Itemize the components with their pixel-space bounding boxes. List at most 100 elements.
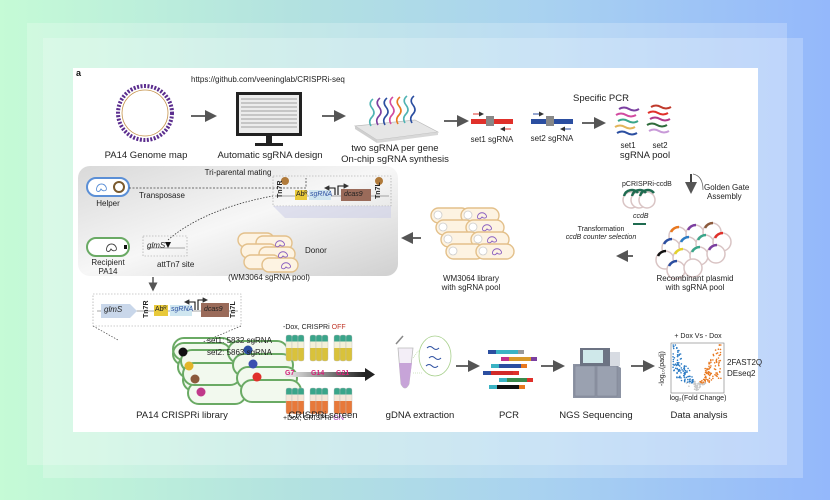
volcano-point (676, 372, 678, 375)
pcrispri-ccdb-label: pCRISPRi-ccdB (622, 181, 672, 188)
volcano-point (707, 372, 710, 374)
volcano-point (678, 376, 680, 379)
volcano-point (699, 382, 701, 385)
genome-map-icon (116, 84, 174, 142)
wm3064-line2: with sgRNA pool (441, 283, 501, 293)
volcano-point (673, 345, 675, 348)
sgrna-label: sgRNA (310, 191, 333, 198)
volcano-point (710, 361, 712, 364)
genome-map-label: PA14 Genome map (104, 150, 188, 161)
volcano-title: + Dox Vs - Dox (674, 333, 722, 340)
volcano-point (680, 363, 683, 365)
volcano-point (718, 354, 720, 357)
volcano-point (718, 344, 721, 346)
volcano-plot (670, 342, 725, 394)
transformation-label: Transformation ccdB counter selection (566, 226, 636, 242)
set2-count-label: set2: 5863 sgRNA (207, 348, 272, 357)
volcano-point (685, 376, 688, 379)
gdna-tube-icon (395, 335, 452, 389)
volcano-point (719, 348, 722, 351)
volcano-point (708, 367, 711, 369)
volcano-point (686, 370, 688, 372)
volcano-point (696, 387, 698, 389)
volcano-point (708, 381, 710, 384)
ccdb-label: ccdB (633, 213, 649, 220)
volcano-point (691, 382, 693, 384)
volcano-point (704, 367, 706, 370)
volcano-point (679, 353, 682, 355)
recipient-label: Recipient PA14 (91, 258, 124, 276)
volcano-point (680, 357, 682, 360)
volcano-point (676, 355, 679, 358)
volcano-point (685, 382, 688, 384)
volcano-point (717, 363, 720, 365)
volcano-point (718, 360, 720, 362)
volcano-point (683, 365, 686, 367)
gdna-extraction-label: gDNA extraction (385, 410, 455, 421)
volcano-point (710, 365, 712, 367)
volcano-point (701, 379, 703, 382)
volcano-point (707, 378, 709, 381)
volcano-point (709, 373, 712, 375)
volcano-point (715, 352, 718, 355)
recipient-line1: Recipient (91, 258, 125, 267)
volcano-point (681, 369, 683, 371)
abr-label: Abᴿ (296, 191, 308, 198)
volcano-point (673, 357, 676, 359)
ngs-sequencer-icon (573, 348, 621, 398)
volcano-point (672, 356, 674, 358)
tool-deseq2-label: DEseq2 (727, 369, 756, 378)
volcano-point (715, 359, 718, 362)
volcano-point (687, 375, 689, 378)
volcano-point (712, 375, 714, 378)
volcano-point (683, 374, 685, 377)
volcano-point (675, 364, 678, 367)
volcano-point (672, 358, 675, 361)
recombinant-line1: Recombinant plasmid (656, 274, 734, 283)
volcano-point (719, 371, 721, 373)
volcano-point (705, 376, 707, 379)
donor-label: Donor (305, 246, 327, 255)
volcano-point (716, 352, 719, 354)
volcano-point (676, 354, 679, 356)
volcano-point (696, 384, 699, 387)
volcano-point (694, 383, 697, 385)
volcano-point (714, 349, 717, 351)
volcano-point (712, 354, 715, 357)
transformation-line1: Transformation (577, 226, 625, 233)
github-url-link[interactable]: https://github.com/veeninglab/CRISPRi-se… (191, 75, 345, 84)
volcano-point (702, 382, 704, 384)
volcano-point (704, 382, 707, 385)
volcano-point (720, 377, 722, 380)
volcano-point (687, 378, 689, 381)
chip-synthesis-label: two sgRNA per gene On-chip sgRNA synthes… (341, 143, 449, 166)
volcano-x-axis-label: log₂(Fold Change) (669, 395, 727, 402)
volcano-point (708, 374, 711, 377)
volcano-point (672, 360, 675, 363)
volcano-point (695, 386, 697, 389)
volcano-point (678, 361, 680, 364)
volcano-point (714, 368, 717, 371)
volcano-point (712, 353, 715, 356)
volcano-point (707, 373, 710, 376)
volcano-point (672, 347, 675, 350)
volcano-point (678, 369, 681, 371)
volcano-point (719, 351, 722, 354)
volcano-point (693, 388, 696, 391)
volcano-point (703, 378, 706, 381)
crispri-library-label: PA14 CRISPRi library (136, 410, 228, 421)
volcano-point (716, 372, 718, 374)
volcano-point (684, 373, 686, 376)
volcano-point (697, 388, 700, 391)
volcano-point (717, 348, 720, 351)
glms-bottom-label: glmS (104, 305, 123, 314)
volcano-point (683, 376, 686, 379)
sgrna-design-label: Automatic sgRNA design (217, 150, 323, 161)
helper-label: Helper (96, 199, 120, 208)
golden-gate-line2: Assembly (707, 192, 742, 202)
data-analysis-label: Data analysis (670, 410, 728, 421)
abr-box (295, 190, 307, 200)
volcano-point (703, 383, 706, 386)
volcano-point (682, 370, 685, 372)
volcano-point (719, 368, 721, 370)
